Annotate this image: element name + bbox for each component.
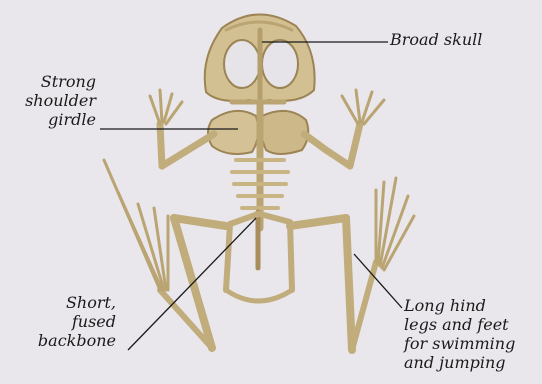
left-arm	[150, 90, 214, 166]
left-hind-leg	[104, 160, 226, 348]
label-shoulder-girdle-line-1: Strong	[25, 72, 96, 91]
label-hind-legs-line-4: and jumping	[404, 353, 515, 372]
label-broad-skull: Broad skull	[390, 30, 482, 49]
label-backbone-line-2: fused	[38, 312, 116, 331]
label-hind-legs: Long hind legs and feet for swimming and…	[404, 296, 515, 372]
label-broad-skull-line-1: Broad skull	[390, 30, 482, 49]
label-hind-legs-line-3: for swimming	[404, 334, 515, 353]
right-arm	[304, 90, 384, 166]
right-hind-leg	[290, 178, 414, 350]
label-shoulder-girdle-line-2: shoulder	[25, 91, 96, 110]
label-hind-legs-line-1: Long hind	[404, 296, 515, 315]
label-shoulder-girdle-line-3: girdle	[25, 110, 96, 129]
label-backbone-line-3: backbone	[38, 331, 116, 350]
label-hind-legs-line-2: legs and feet	[404, 315, 515, 334]
label-backbone-line-1: Short,	[38, 293, 116, 312]
label-shoulder-girdle: Strong shoulder girdle	[25, 72, 96, 129]
label-backbone: Short, fused backbone	[38, 293, 116, 350]
skull	[205, 14, 315, 103]
